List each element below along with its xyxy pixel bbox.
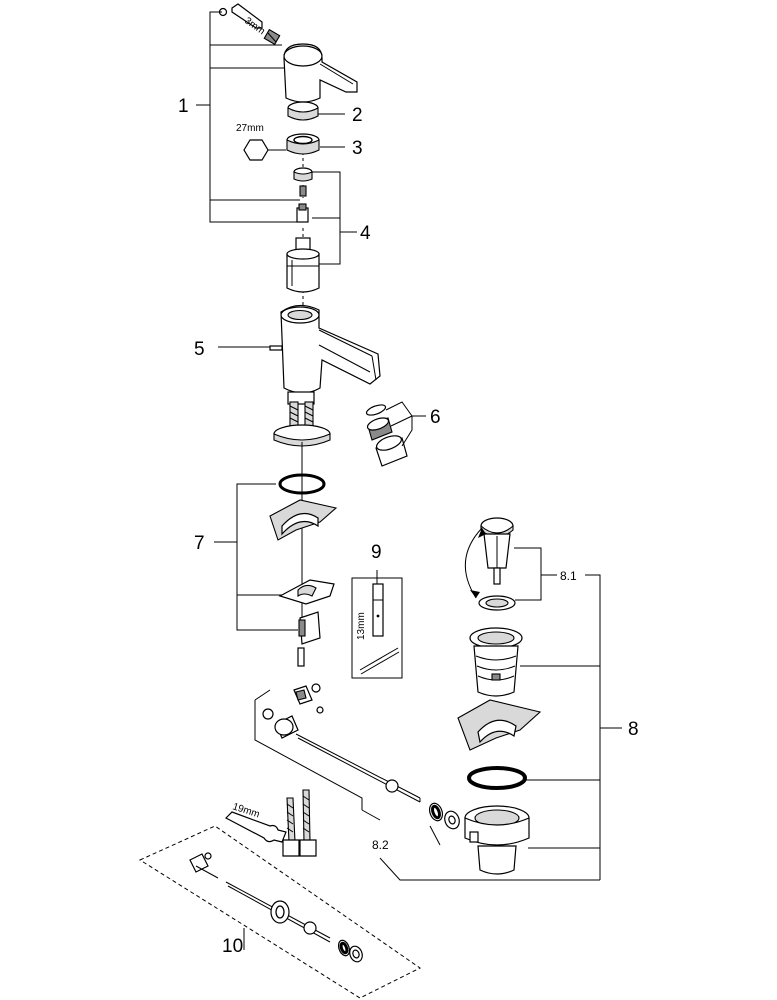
- wrench-19: [224, 811, 287, 843]
- fixing-set: [269, 473, 338, 667]
- callout-7: 7: [194, 533, 205, 554]
- callout-10: 10: [222, 936, 243, 957]
- flex-hoses: [282, 789, 317, 857]
- hex-key-icon: [231, 3, 263, 29]
- socket-tool-box: [351, 570, 403, 679]
- pop-up-waste: [457, 517, 542, 875]
- cartridge-nut: [286, 133, 320, 155]
- hex-key-size-label: 3mm: [242, 15, 267, 37]
- studs: [273, 401, 331, 620]
- cartridge-group: [286, 167, 320, 293]
- wrench-27-size-label: 27mm: [236, 123, 264, 134]
- pop-up-rod-assembly: [262, 683, 460, 830]
- tap-body: [269, 304, 381, 405]
- callout-6: 6: [430, 407, 441, 428]
- callout-8-1: 8.1: [560, 569, 577, 583]
- callout-9: 9: [371, 542, 382, 563]
- hex-nut-icon: [243, 139, 269, 161]
- callout-5: 5: [194, 339, 205, 360]
- open-wrench-icon: [224, 811, 287, 843]
- aerator-group: [365, 404, 408, 467]
- callout-8-2: 8.2: [372, 838, 389, 852]
- lever-handle-group: 3mm: [218, 3, 358, 103]
- cover-ring: [287, 101, 319, 121]
- socket-13-size-label: 13mm: [356, 612, 367, 640]
- optional-kit-box: [138, 825, 421, 999]
- callout-3: 3: [352, 138, 363, 159]
- callout-1: 1: [178, 96, 189, 117]
- callout-2: 2: [352, 105, 363, 126]
- callout-8: 8: [628, 719, 639, 740]
- callout-4: 4: [360, 223, 371, 244]
